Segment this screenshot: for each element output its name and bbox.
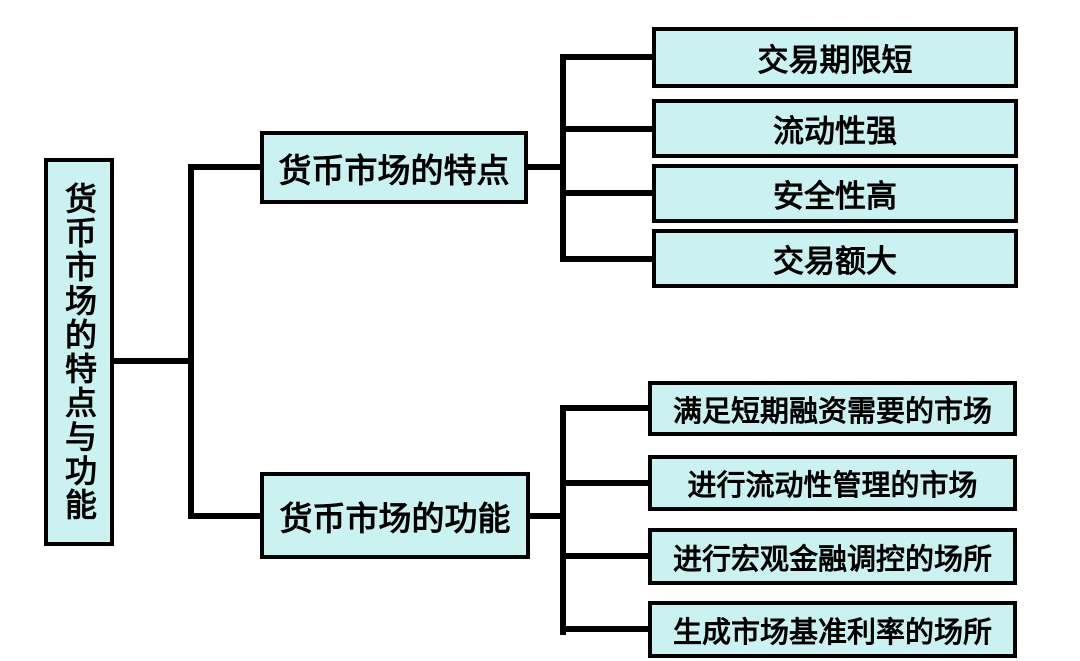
connector-root-out bbox=[112, 358, 192, 364]
connector-features-stub-3 bbox=[560, 190, 652, 196]
leaf-node-high-safety: 安全性高 bbox=[652, 164, 1018, 223]
leaf-node-benchmark-rate-place: 生成市场基准利率的场所 bbox=[648, 601, 1017, 658]
leaf-node-short-term-financing-market: 满足短期融资需要的市场 bbox=[648, 381, 1017, 436]
connector-functions-stub-1 bbox=[560, 405, 648, 411]
leaf-node-macro-financial-regulation-place: 进行宏观金融调控的场所 bbox=[648, 528, 1017, 585]
connector-to-features bbox=[188, 164, 260, 170]
connector-functions-trunk bbox=[560, 405, 566, 635]
root-node-money-market-title: 货币市场的特点与功能 bbox=[44, 158, 114, 546]
branch-node-market-functions: 货币市场的功能 bbox=[260, 472, 530, 559]
connector-features-stub-1 bbox=[560, 54, 652, 60]
connector-functions-stub-4 bbox=[560, 626, 648, 632]
connector-functions-stub-2 bbox=[560, 480, 648, 486]
connector-functions-stub-3 bbox=[560, 553, 648, 559]
connector-main-trunk bbox=[188, 164, 194, 519]
leaf-node-short-trading-term: 交易期限短 bbox=[652, 27, 1018, 88]
connector-functions-out bbox=[530, 513, 566, 519]
connector-to-functions bbox=[188, 513, 260, 519]
leaf-node-liquidity-management-market: 进行流动性管理的市场 bbox=[648, 455, 1017, 511]
connector-features-out bbox=[528, 164, 566, 170]
branch-node-market-features: 货币市场的特点 bbox=[260, 131, 528, 204]
leaf-node-high-liquidity: 流动性强 bbox=[652, 99, 1018, 158]
connector-features-stub-4 bbox=[560, 256, 652, 262]
connector-features-stub-2 bbox=[560, 126, 652, 132]
connector-features-trunk bbox=[560, 54, 566, 262]
leaf-node-large-volume: 交易额大 bbox=[652, 229, 1018, 288]
